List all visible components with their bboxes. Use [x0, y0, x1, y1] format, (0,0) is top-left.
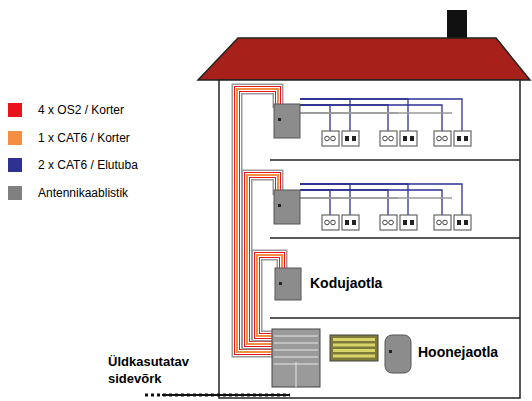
- legend-swatch: [8, 103, 22, 117]
- cat6-wire: [300, 105, 442, 131]
- cabinet-door: [296, 362, 297, 387]
- wall-outlet: [322, 215, 339, 230]
- legend-text: 1 x CAT6 / Korter: [38, 130, 130, 146]
- rj45-socket: [464, 220, 468, 225]
- component-label: Hoonejaotla: [418, 344, 498, 361]
- home-distributor: [274, 104, 300, 138]
- coax-socket: [437, 220, 442, 225]
- roof: [198, 38, 530, 80]
- network-feed: [145, 394, 290, 397]
- distributor-lock: [278, 118, 281, 121]
- coax-socket: [383, 220, 388, 225]
- building-wall: [219, 80, 520, 398]
- wall-outlet: [434, 131, 451, 146]
- rj45-socket: [403, 136, 407, 141]
- coax-socket: [325, 220, 330, 225]
- home-distributor: [274, 190, 300, 224]
- legend-swatch: [8, 186, 22, 200]
- wall-outlet: [342, 131, 359, 146]
- rj45-socket: [403, 220, 407, 225]
- coax-socket: [325, 136, 330, 141]
- building-cabinet: [272, 329, 320, 387]
- coax-socket: [443, 220, 448, 225]
- cat6-wire: [300, 105, 330, 131]
- coax-socket: [437, 136, 442, 141]
- antenna-wire: [300, 197, 452, 198]
- wall-outlet: [454, 215, 471, 230]
- cat6-wire: [300, 99, 408, 131]
- cat6-wire: [300, 99, 350, 131]
- patch-row: [333, 338, 375, 341]
- cat6-wire: [300, 190, 442, 215]
- component-label: Üldkasutatav sidevõrk: [108, 353, 218, 387]
- legend-swatch: [8, 158, 22, 172]
- wall-outlet: [454, 131, 471, 146]
- cat6-wire: [300, 190, 388, 215]
- network-feed: [162, 394, 290, 396]
- wall-outlet: [400, 215, 417, 230]
- distributor-lock: [278, 204, 281, 207]
- home-distributor: [275, 268, 301, 300]
- wall-outlet: [400, 131, 417, 146]
- coax-socket: [389, 136, 394, 141]
- cat6-wire: [300, 105, 388, 131]
- cat6-wire: [300, 184, 350, 215]
- patch-row: [333, 349, 375, 352]
- distributor-lock: [389, 350, 392, 353]
- cat6-wire: [300, 184, 462, 215]
- rj45-socket: [457, 220, 461, 225]
- legend-text: 2 x CAT6 / Elutuba: [38, 157, 138, 173]
- wall-outlet: [322, 131, 339, 146]
- legend-swatch: [8, 131, 22, 145]
- floor-line: [270, 159, 520, 161]
- floor-line: [270, 237, 520, 239]
- rj45-socket: [410, 220, 414, 225]
- cat6-wire: [300, 184, 408, 215]
- rj45-socket: [345, 136, 349, 141]
- cat6-wire: [300, 99, 462, 131]
- distributor-lock: [279, 282, 282, 285]
- component-label: Kodujaotla: [310, 275, 382, 292]
- wall-outlet: [434, 215, 451, 230]
- wall-outlet: [342, 215, 359, 230]
- rj45-socket: [352, 220, 356, 225]
- rj45-socket: [457, 136, 461, 141]
- legend-text: 4 x OS2 / Korter: [38, 102, 124, 118]
- coax-socket: [389, 220, 394, 225]
- coax-socket: [443, 136, 448, 141]
- rj45-socket: [410, 136, 414, 141]
- rj45-socket: [464, 136, 468, 141]
- antenna-wire: [300, 112, 452, 113]
- cat6-wire: [300, 190, 330, 215]
- cabinet-shelf: [274, 336, 318, 337]
- building-distributor: [385, 335, 411, 373]
- coax-socket: [331, 220, 336, 225]
- rj45-socket: [352, 136, 356, 141]
- wall-outlet: [380, 215, 397, 230]
- rj45-socket: [345, 220, 349, 225]
- patch-row: [333, 344, 375, 347]
- wall-outlet: [380, 131, 397, 146]
- coax-socket: [331, 136, 336, 141]
- floor-line: [270, 317, 520, 319]
- patch-panel: [330, 335, 378, 361]
- cabinet-shelf: [274, 343, 318, 344]
- legend-text: Antennikaablistik: [38, 185, 128, 201]
- cabinet-shelf: [274, 357, 318, 358]
- patch-row: [333, 355, 375, 358]
- cabinet-shelf: [274, 350, 318, 351]
- coax-socket: [383, 136, 388, 141]
